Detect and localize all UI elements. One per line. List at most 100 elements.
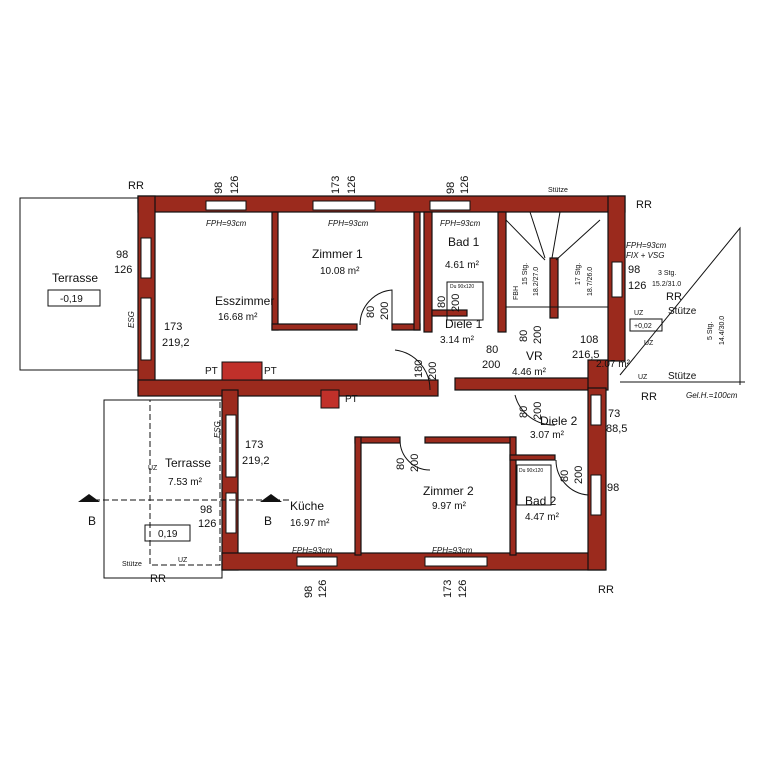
dimension-label: 80 [559, 470, 571, 482]
stuetze-label: Stütze [548, 187, 568, 194]
fph-label: FPH=93cm [440, 219, 481, 228]
dimension-label: 200 [573, 466, 585, 484]
dimension-label: 73 [608, 408, 620, 420]
section-b-label: B [264, 514, 272, 528]
room-name: Terrasse [165, 456, 211, 470]
room-name: Bad 1 [448, 235, 480, 249]
dimension-label: 200 [450, 294, 462, 312]
stuetze-label: Stütze [668, 371, 697, 382]
rr-label: RR [641, 391, 657, 403]
room-name: VR [526, 349, 543, 363]
uz-label: UZ [634, 310, 644, 317]
dimension-label: 126 [317, 580, 329, 598]
room-area: 4.46 m² [512, 367, 547, 378]
uz-label: UZ [638, 374, 648, 381]
room-name: Terrasse [52, 271, 98, 285]
room-name: Küche [290, 499, 324, 513]
stairs-label: 18.7/26.0 [587, 267, 594, 296]
dimension-label: 200 [379, 302, 391, 320]
pt-label: PT [345, 394, 358, 405]
level-marker: +0,02 [634, 323, 652, 330]
heater-pt [320, 389, 340, 409]
stairs-label: 14.4/30.0 [719, 316, 726, 345]
esg-label: ESG [127, 311, 136, 328]
rr-label: RR [128, 180, 144, 192]
fph-label: FPH=93cm [626, 241, 667, 250]
uz-label: UZ [644, 340, 654, 347]
room-area: 10.08 m² [320, 266, 360, 277]
dimension-label: 98 [607, 482, 619, 494]
fbh-label: FBH [513, 286, 520, 300]
level-marker: 0,19 [158, 529, 178, 540]
dimension-label: 98 [200, 504, 212, 516]
room-area: 4.61 m² [445, 260, 480, 271]
dimension-label: 80 [486, 344, 498, 356]
dimension-label: 173 [330, 176, 342, 194]
dimension-label: 98 [445, 182, 457, 194]
dimension-label: 88,5 [606, 423, 627, 435]
dimension-label: 126 [628, 280, 646, 292]
section-b-label: B [88, 514, 96, 528]
dimension-label: 173 [164, 321, 182, 333]
room-area: 3.14 m² [440, 335, 475, 346]
dimension-label: 219,2 [242, 455, 270, 467]
room-name: Zimmer 1 [312, 247, 363, 261]
room-area: 16.97 m² [290, 518, 330, 529]
dimension-label: 173 [442, 580, 454, 598]
level-marker: -0,19 [60, 294, 83, 305]
uz-label: UZ [148, 465, 158, 472]
room-area: 16.68 m² [218, 312, 258, 323]
fph-label: FPH=93cm [206, 219, 247, 228]
room-area: 2.07 m² [596, 359, 631, 370]
dimension-label: 80 [365, 306, 377, 318]
stairs-label: 15.2/31.0 [652, 281, 681, 288]
esg-label: ESG [213, 421, 222, 438]
heater-pt [221, 361, 263, 381]
room-area: 9.97 m² [432, 501, 467, 512]
windows [140, 200, 623, 567]
dimension-label: 108 [580, 334, 598, 346]
terrace-bottom [103, 399, 223, 579]
dimension-label: 200 [409, 454, 421, 472]
dimension-label: 126 [114, 264, 132, 276]
dimension-label: 126 [198, 518, 216, 530]
dimension-label: 200 [427, 362, 439, 380]
dimension-labels: 98 126 173 126 98 126 98 126 173 219,2 1… [114, 176, 646, 598]
stuetze-label: Stütze [122, 561, 142, 568]
shower-label: Du 90x120 [450, 284, 474, 290]
dimension-label: 219,2 [162, 337, 190, 349]
pt-label: PT [264, 366, 277, 377]
dimension-label: 80 [395, 458, 407, 470]
dimension-label: 173 [245, 439, 263, 451]
pt-label: PT [205, 366, 218, 377]
fph-label: FPH=93cm [292, 546, 333, 555]
stairs-label: 17 Stg. [575, 263, 582, 285]
dimension-label: 126 [346, 176, 358, 194]
dimension-label: 98 [628, 264, 640, 276]
fix-vsg-label: FIX + VSG [626, 251, 664, 260]
rr-label: RR [666, 291, 682, 303]
room-name: Diele 2 [540, 414, 578, 428]
fph-label: FPH=93cm [328, 219, 369, 228]
stairs-label: 3 Stg. [658, 270, 676, 277]
shower-label: Du 90x120 [519, 468, 543, 474]
rr-label: RR [150, 573, 166, 585]
railing-height-label: Gel.H.=100cm [686, 391, 738, 400]
room-name: Bad 2 [525, 494, 557, 508]
room-name: Zimmer 2 [423, 484, 474, 498]
dimension-label: 126 [457, 580, 469, 598]
dimension-label: 80 [518, 406, 530, 418]
dimension-label: 80 [436, 296, 448, 308]
dimension-label: 126 [459, 176, 471, 194]
staircase [505, 211, 745, 385]
uz-label: UZ [178, 557, 188, 564]
rr-label: RR [636, 199, 652, 211]
dimension-label: 98 [213, 182, 225, 194]
room-area: 4.47 m² [525, 512, 560, 523]
dimension-label: 80 [518, 330, 530, 342]
room-area: 3.07 m² [530, 430, 565, 441]
stairs-label: 18.2/27.0 [533, 267, 540, 296]
stairs-label: 5 Stg. [707, 322, 714, 340]
stuetze-label: Stütze [668, 306, 697, 317]
